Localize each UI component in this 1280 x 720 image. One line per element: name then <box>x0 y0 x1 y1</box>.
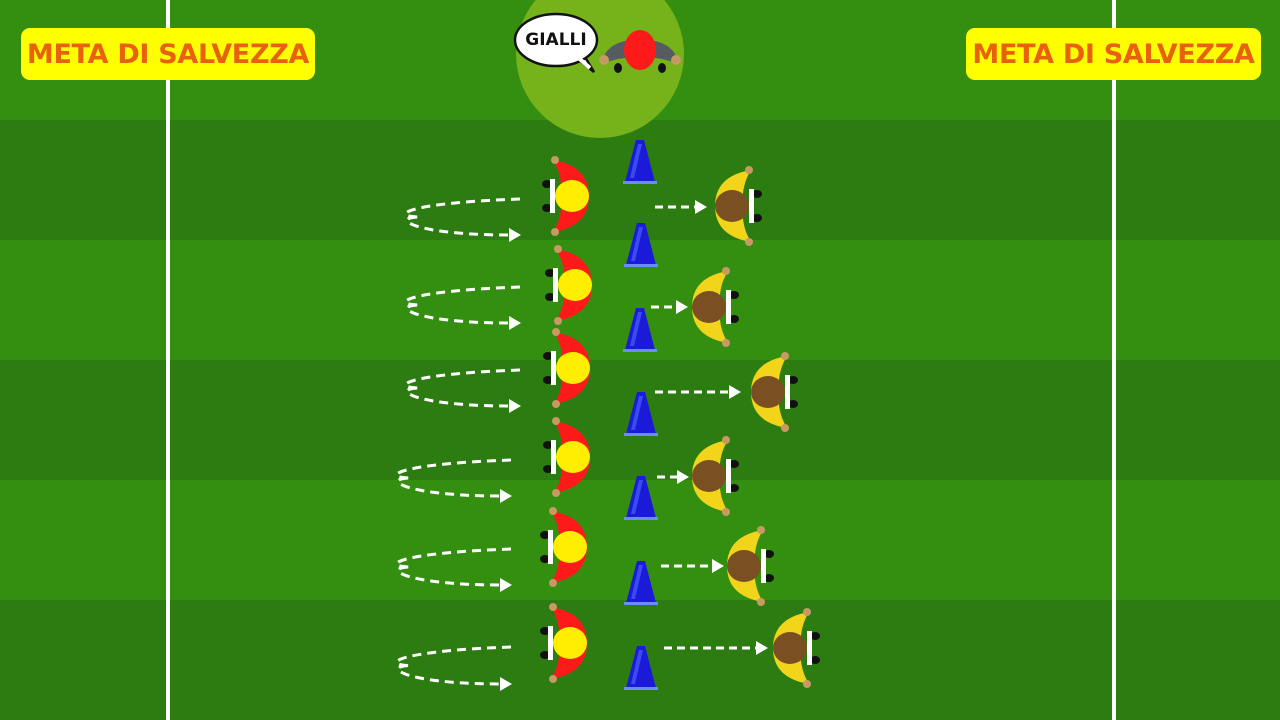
curved-run-arrow-icon <box>395 645 512 691</box>
arrow-head <box>756 641 768 655</box>
forward-arrow-icon <box>651 300 688 314</box>
curved-run-arrow-icon <box>395 458 512 503</box>
red-player-icon <box>543 417 590 497</box>
cone-icon <box>623 308 657 352</box>
arrow-head <box>695 200 707 214</box>
arrow-head <box>509 228 521 242</box>
cone-layer <box>623 140 658 690</box>
arrow-layer <box>395 197 768 691</box>
yellow-player-icon <box>727 526 774 606</box>
coach-icon <box>599 30 681 73</box>
cone-icon <box>624 392 658 436</box>
cone-icon <box>623 140 657 184</box>
red-player-icon <box>545 245 592 325</box>
forward-arrow-icon <box>657 470 689 484</box>
arrow-head <box>500 489 512 503</box>
cone-icon <box>624 223 658 267</box>
forward-arrow-icon <box>664 641 768 655</box>
arrow-head <box>712 559 724 573</box>
goal-label-left: META DI SALVEZZA <box>21 28 315 80</box>
yellow-player-icon <box>692 436 739 516</box>
arrow-head <box>500 578 512 592</box>
curved-run-arrow-icon <box>404 368 521 413</box>
forward-arrow-icon <box>661 559 724 573</box>
arrow-head <box>676 300 688 314</box>
red-player-icon <box>543 328 590 408</box>
yellow-player-icon <box>692 267 739 347</box>
cone-icon <box>624 561 658 605</box>
arrow-head <box>500 677 512 691</box>
goal-label-right: META DI SALVEZZA <box>966 28 1261 80</box>
curved-run-arrow-icon <box>404 197 521 242</box>
cone-icon <box>624 476 658 520</box>
yellow-team-layer <box>692 166 820 688</box>
forward-arrow-icon <box>655 385 741 399</box>
red-player-icon <box>542 156 589 236</box>
arrow-head <box>677 470 689 484</box>
speech-bubble-icon <box>513 12 599 73</box>
forward-arrow-icon <box>655 200 707 214</box>
curved-run-arrow-icon <box>395 547 512 592</box>
curved-run-arrow-icon <box>404 285 521 330</box>
arrow-head <box>729 385 741 399</box>
arrow-head <box>509 316 521 330</box>
yellow-player-icon <box>773 608 820 688</box>
red-team-layer <box>540 156 592 683</box>
yellow-player-icon <box>715 166 762 246</box>
coach-call-text: GIALLI <box>525 30 587 50</box>
yellow-player-icon <box>751 352 798 432</box>
red-player-icon <box>540 507 587 587</box>
arrow-head <box>509 399 521 413</box>
red-player-icon <box>540 603 587 683</box>
cone-icon <box>624 646 658 690</box>
